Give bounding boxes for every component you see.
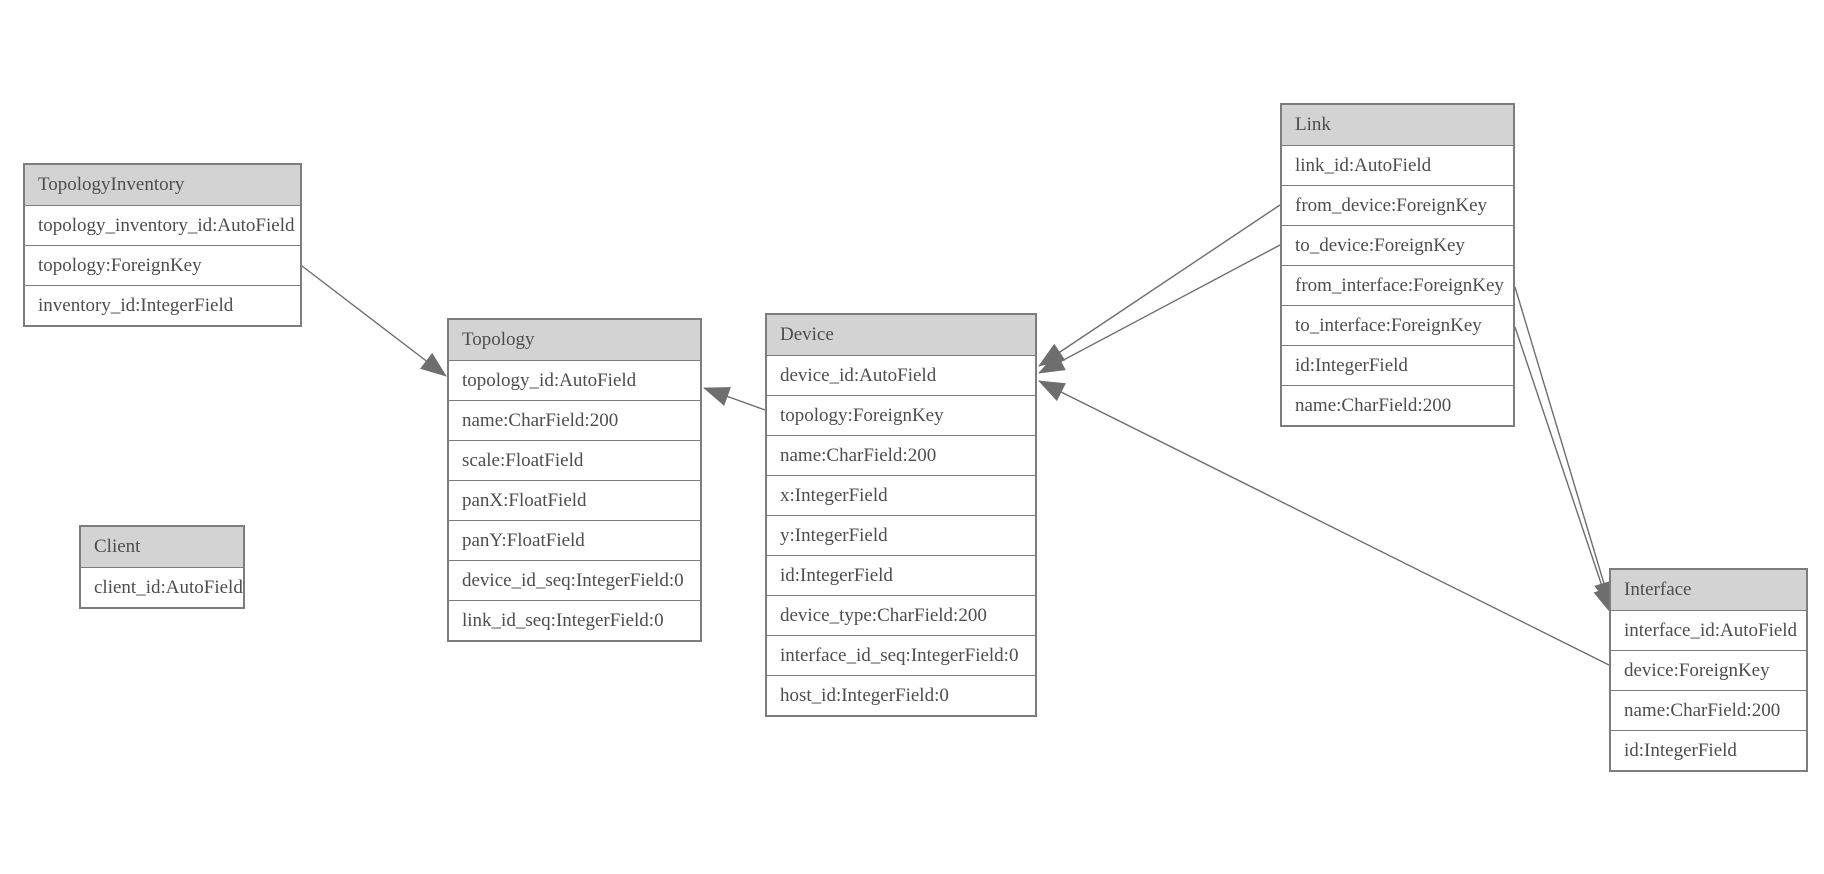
field-row: topology_inventory_id:AutoField [25, 205, 300, 245]
field-row: x:IntegerField [767, 475, 1035, 515]
field-row: id:IntegerField [1611, 730, 1806, 770]
field-row: device_id_seq:IntegerField:0 [449, 560, 700, 600]
entity-client: Client client_id:AutoField [79, 525, 245, 609]
entity-interface: Interface interface_id:AutoField device:… [1609, 568, 1808, 772]
edge-interface-device [1038, 380, 1610, 666]
field-row: panX:FloatField [449, 480, 700, 520]
entity-topology: Topology topology_id:AutoField name:Char… [447, 318, 702, 642]
edge-device-topology [703, 387, 766, 411]
field-row: to_device:ForeignKey [1282, 225, 1513, 265]
entity-title: Client [81, 527, 243, 567]
field-row: interface_id_seq:IntegerField:0 [767, 635, 1035, 675]
entity-link: Link link_id:AutoField from_device:Forei… [1280, 103, 1515, 427]
field-row: topology:ForeignKey [25, 245, 300, 285]
entity-title: TopologyInventory [25, 165, 300, 205]
field-row: id:IntegerField [767, 555, 1035, 595]
field-row: link_id:AutoField [1282, 145, 1513, 185]
field-row: device_id:AutoField [767, 355, 1035, 395]
field-row: link_id_seq:IntegerField:0 [449, 600, 700, 640]
entity-topologyinventory: TopologyInventory topology_inventory_id:… [23, 163, 302, 327]
field-row: name:CharField:200 [1611, 690, 1806, 730]
field-row: host_id:IntegerField:0 [767, 675, 1035, 715]
entity-title: Interface [1611, 570, 1806, 610]
field-row: from_device:ForeignKey [1282, 185, 1513, 225]
edge-link-todevice-device [1038, 244, 1281, 374]
field-row: device:ForeignKey [1611, 650, 1806, 690]
field-row: to_interface:ForeignKey [1282, 305, 1513, 345]
field-row: y:IntegerField [767, 515, 1035, 555]
field-row: name:CharField:200 [1282, 385, 1513, 425]
edge-link-tointerface-interface [1514, 326, 1613, 614]
field-row: interface_id:AutoField [1611, 610, 1806, 650]
edge-topologyinventory-topology [301, 265, 447, 377]
entity-title: Topology [449, 320, 700, 360]
field-row: name:CharField:200 [767, 435, 1035, 475]
entity-title: Link [1282, 105, 1513, 145]
field-row: from_interface:ForeignKey [1282, 265, 1513, 305]
field-row: device_type:CharField:200 [767, 595, 1035, 635]
edge-link-fromdevice-device [1038, 204, 1281, 367]
field-row: inventory_id:IntegerField [25, 285, 300, 325]
field-row: client_id:AutoField [81, 567, 243, 607]
field-row: topology_id:AutoField [449, 360, 700, 400]
field-row: scale:FloatField [449, 440, 700, 480]
entity-device: Device device_id:AutoField topology:Fore… [765, 313, 1037, 717]
entity-title: Device [767, 315, 1035, 355]
field-row: id:IntegerField [1282, 345, 1513, 385]
field-row: topology:ForeignKey [767, 395, 1035, 435]
edge-link-frominterface-interface [1514, 286, 1614, 608]
field-row: panY:FloatField [449, 520, 700, 560]
field-row: name:CharField:200 [449, 400, 700, 440]
